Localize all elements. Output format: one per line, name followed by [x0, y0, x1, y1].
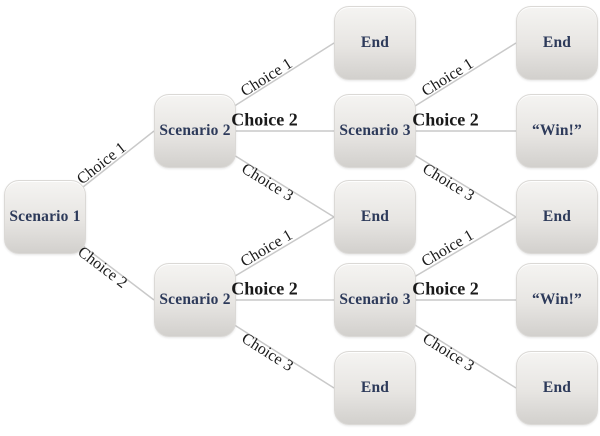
edge-label: Choice 1 [418, 227, 477, 271]
node-label: End [542, 208, 572, 225]
edge-label: Choice 1 [73, 139, 129, 189]
node-label: End [542, 34, 572, 51]
edge-label: Choice 1 [237, 54, 295, 100]
node-end-top-mid: End [334, 6, 416, 80]
node-label: End [542, 379, 572, 396]
edge-label: Choice 2 [73, 243, 130, 292]
edge-label: Choice 3 [418, 160, 477, 205]
edge-label: Choice 3 [238, 330, 296, 376]
node-scenario-1: Scenario 1 [4, 180, 86, 254]
node-label: End [360, 208, 390, 225]
node-label: End [360, 379, 390, 396]
node-scenario-2-bottom: Scenario 2 [154, 263, 236, 337]
node-end-top-right: End [516, 6, 598, 80]
node-label: Scenario 3 [339, 122, 411, 139]
node-end-bottom-mid: End [334, 351, 416, 425]
edge-label: Choice 3 [418, 330, 477, 376]
edge-label: Choice 1 [237, 226, 296, 271]
node-label: Scenario 2 [159, 122, 231, 139]
node-label: Scenario 1 [9, 208, 81, 225]
node-scenario-3-bottom: Scenario 3 [334, 263, 416, 337]
node-win-bottom: “Win!” [516, 263, 598, 337]
edge-label: Choice 2 [412, 109, 479, 130]
edge-label: Choice 2 [412, 278, 479, 299]
node-label: “Win!” [531, 291, 582, 308]
node-end-mid: End [334, 180, 416, 254]
edge-label: Choice 1 [418, 54, 477, 100]
node-end-mid-right: End [516, 180, 598, 254]
edge-label: Choice 2 [231, 278, 298, 299]
node-scenario-2-top: Scenario 2 [154, 94, 236, 168]
edge-label: Choice 2 [231, 109, 298, 130]
node-win-top: “Win!” [516, 94, 598, 168]
node-end-bottom-right: End [516, 351, 598, 425]
node-label: Scenario 3 [339, 291, 411, 308]
edge-label: Choice 3 [237, 160, 296, 206]
node-scenario-3-top: Scenario 3 [334, 94, 416, 168]
node-label: “Win!” [531, 122, 582, 139]
node-label: Scenario 2 [159, 291, 231, 308]
node-label: End [360, 34, 390, 51]
